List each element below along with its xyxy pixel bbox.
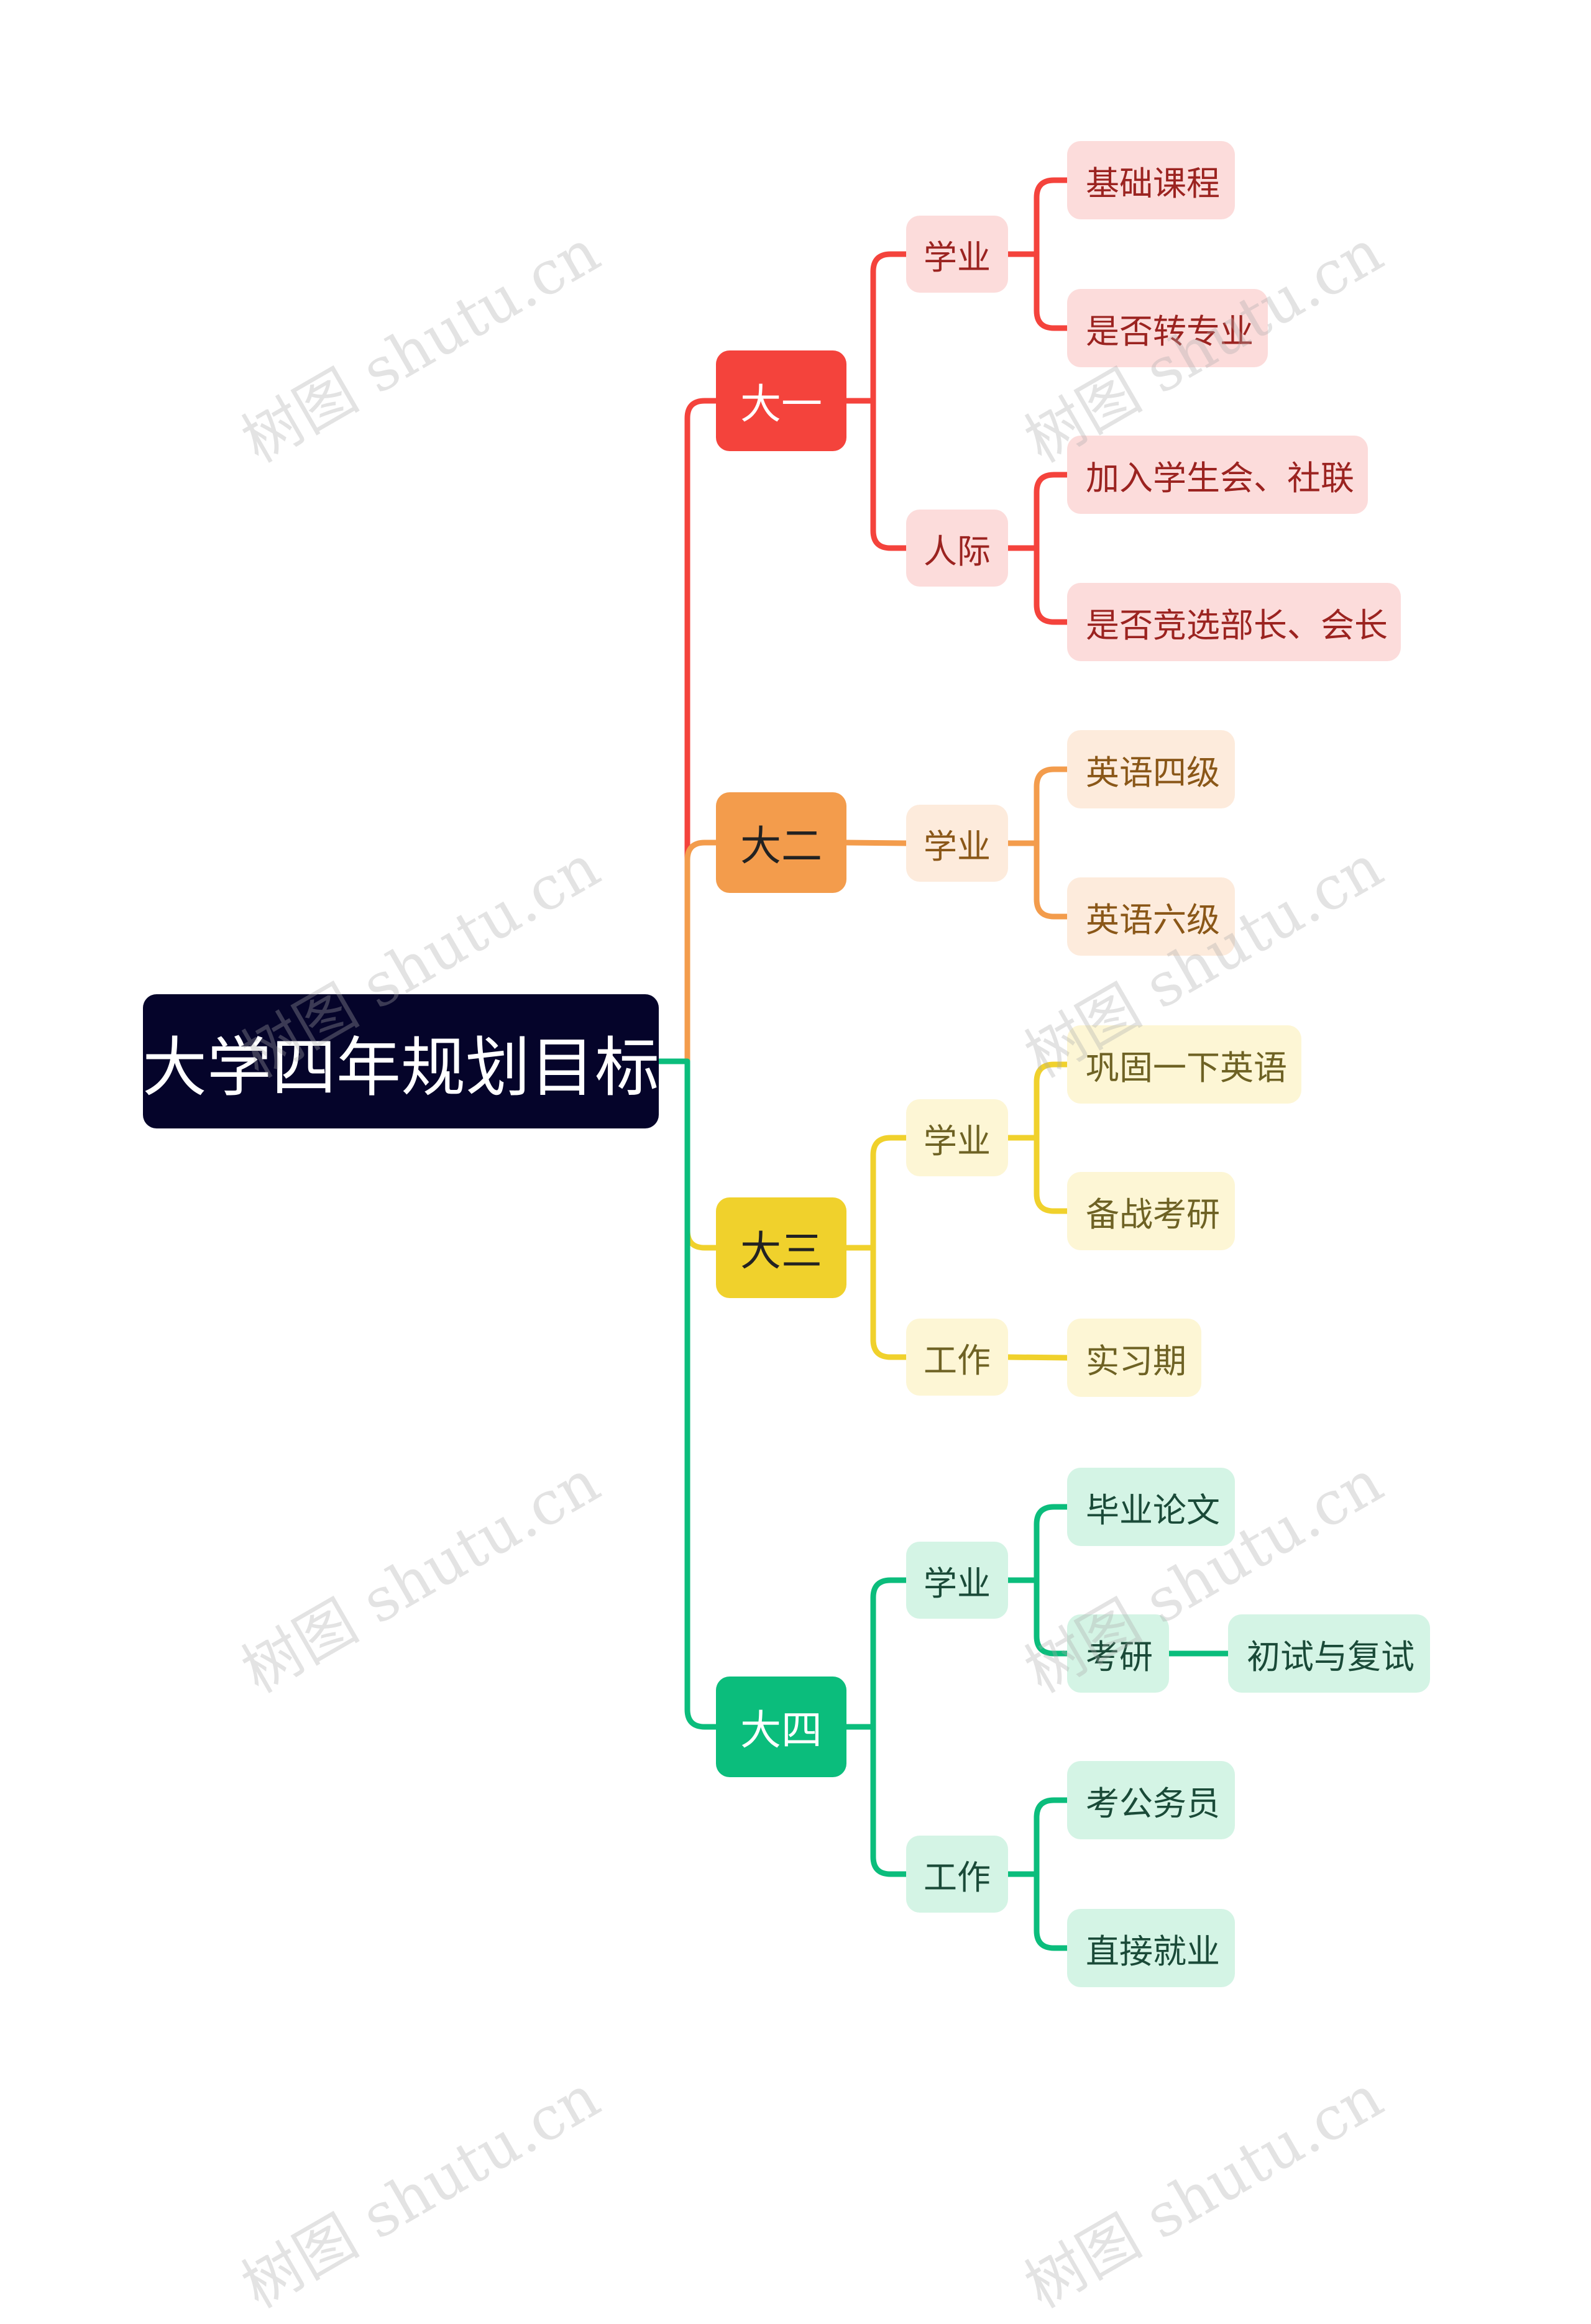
item-node-4-1-2[interactable]: 考研 [1067, 1614, 1169, 1693]
year-node-1[interactable]: 大一 [716, 350, 846, 451]
year-node-2[interactable]: 大二 [716, 792, 846, 893]
connector-line [843, 1724, 909, 1877]
group-node-4-2[interactable]: 工作 [906, 1836, 1008, 1913]
group-node-3-1[interactable]: 学业 [906, 1099, 1008, 1176]
connector-line [1005, 472, 1070, 551]
group-node-3-2[interactable]: 工作 [906, 1319, 1008, 1396]
connector-line [1005, 1871, 1070, 1951]
item-node-4-1-2-1[interactable]: 初试与复试 [1228, 1614, 1430, 1693]
connector-line [1005, 545, 1070, 625]
connector-line [1005, 1061, 1070, 1141]
item-node-2-1-2[interactable]: 英语六级 [1067, 877, 1235, 956]
connector-line [843, 398, 909, 551]
item-node-1-1-1[interactable]: 基础课程 [1067, 141, 1235, 219]
item-node-2-1-1[interactable]: 英语四级 [1067, 730, 1235, 808]
connector-line [656, 398, 719, 1064]
connector-line [656, 839, 719, 1064]
item-node-1-2-1[interactable]: 加入学生会、社联 [1067, 436, 1368, 514]
connector-line [843, 1135, 909, 1251]
connector-line [1005, 1504, 1070, 1583]
group-node-1-2[interactable]: 人际 [906, 510, 1008, 587]
connector-line [656, 1058, 719, 1730]
item-node-1-1-2[interactable]: 是否转专业 [1067, 289, 1268, 367]
connector-line [1005, 1797, 1070, 1877]
item-node-4-1-1[interactable]: 毕业论文 [1067, 1468, 1235, 1546]
connector-line [1005, 251, 1070, 331]
connector-line [843, 251, 909, 404]
connector-line [1005, 1135, 1070, 1214]
connector-line [1005, 840, 1070, 920]
root-node[interactable]: 大学四年规划目标 [142, 994, 659, 1128]
year-node-4[interactable]: 大四 [716, 1677, 846, 1777]
year-node-3[interactable]: 大三 [716, 1197, 846, 1298]
item-node-3-1-2[interactable]: 备战考研 [1067, 1172, 1235, 1250]
connector-line [1005, 1354, 1070, 1361]
group-node-1-1[interactable]: 学业 [906, 216, 1008, 293]
group-node-2-1[interactable]: 学业 [906, 805, 1008, 882]
item-node-3-1-1[interactable]: 巩固一下英语 [1067, 1025, 1301, 1104]
group-node-4-1[interactable]: 学业 [906, 1542, 1008, 1619]
item-node-1-2-2[interactable]: 是否竞选部长、会长 [1067, 583, 1401, 661]
item-node-3-2-1[interactable]: 实习期 [1067, 1319, 1201, 1397]
item-node-4-2-1[interactable]: 考公务员 [1067, 1761, 1235, 1839]
connector-line [1005, 177, 1070, 257]
connector-line [1005, 1577, 1070, 1657]
connector-line [843, 1245, 909, 1360]
connector-line [1005, 766, 1070, 846]
mind-map-canvas: 大学四年规划目标 大一 学业 基础课程 是否转专业 人际 加入学生会、社联 是否… [142, 141, 1430, 2322]
item-node-4-2-2[interactable]: 直接就业 [1067, 1909, 1235, 1987]
connector-lines [656, 177, 1231, 1951]
connector-line [843, 1577, 909, 1730]
